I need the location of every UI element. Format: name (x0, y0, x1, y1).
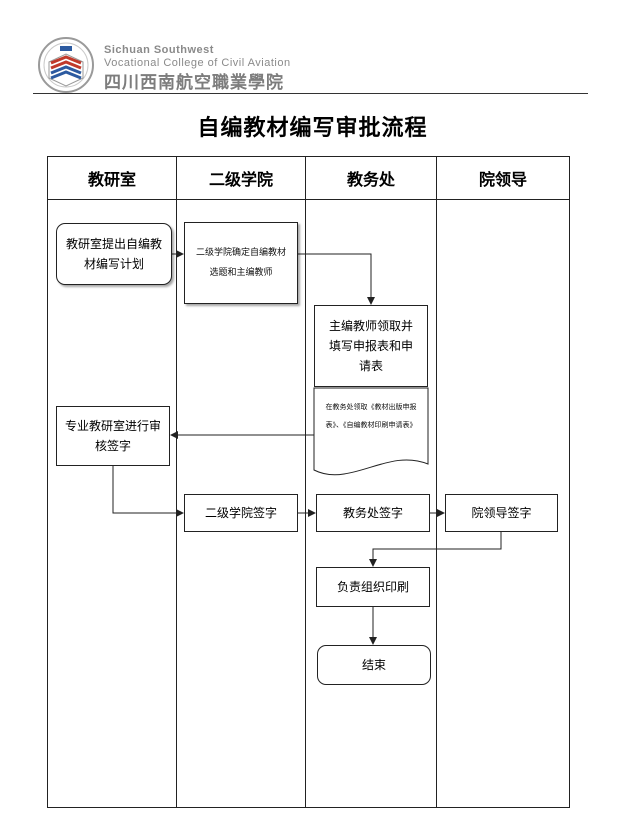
node-collect-forms-text: 在教务处领取《教材出版申报表》、《自编教材印刷申请表》 (325, 403, 417, 429)
node-college-determines-topic: 二级学院确定自编教材选题和主编教师 (184, 222, 298, 304)
node-academic-affairs-sign: 教务处签字 (316, 494, 430, 532)
node-college-sign: 二级学院签字 (184, 494, 298, 532)
table-left-border (47, 156, 48, 808)
table-header-divider (47, 199, 570, 200)
lane-header-secondary-college: 二级学院 (208, 170, 273, 189)
node-organize-printing: 负责组织印刷 (316, 567, 430, 607)
arrow-n8-to-n9 (369, 532, 502, 567)
table-right-border (569, 156, 570, 808)
header-divider (33, 93, 588, 94)
page-title: 自编教材编写审批流程 (197, 115, 428, 141)
college-emblem-icon (38, 37, 94, 93)
arrow-n2-to-n3 (298, 253, 375, 305)
node-n5-text: 专业教研室进行审核签字 (65, 419, 162, 453)
node-n6-text: 二级学院签字 (204, 506, 277, 520)
node-professional-review-sign: 专业教研室进行审核签字 (56, 406, 170, 466)
lane-divider-3 (436, 156, 437, 808)
arrow-n5-to-n6 (112, 466, 184, 517)
table-bottom-border (47, 807, 570, 808)
logo-chinese-name: 四川西南航空職業學院 (104, 73, 284, 93)
lane-header-college-leaders: 院领导 (478, 170, 527, 189)
logo-english-line2: Vocational College of Civil Aviation (104, 57, 291, 69)
node-n10-text: 结束 (361, 658, 386, 672)
lane-header-teaching-office: 教研室 (87, 170, 136, 189)
logo-english-line1: Sichuan Southwest (104, 44, 214, 56)
node-n2-text: 二级学院确定自编教材选题和主编教师 (195, 248, 286, 278)
node-n3-text: 主编教师领取并填写申报表和申请表 (328, 319, 413, 373)
lane-divider-1 (176, 156, 177, 808)
node-leaders-sign: 院领导签字 (445, 494, 558, 532)
node-editor-fills-forms: 主编教师领取并填写申报表和申请表 (314, 305, 428, 387)
lane-divider-2 (305, 156, 306, 808)
lane-header-academic-affairs: 教务处 (346, 170, 395, 189)
node-end: 结束 (317, 645, 431, 685)
table-top-border (47, 156, 570, 157)
node-n8-text: 院领导签字 (471, 506, 532, 520)
node-n7-text: 教务处签字 (342, 506, 403, 520)
node-n1-text: 教研室提出自编教材编写计划 (65, 237, 162, 271)
node-teaching-office-proposes-plan: 教研室提出自编教材编写计划 (56, 223, 172, 285)
document-shape-n4 (313, 387, 429, 476)
node-n9-text: 负责组织印刷 (336, 580, 409, 594)
